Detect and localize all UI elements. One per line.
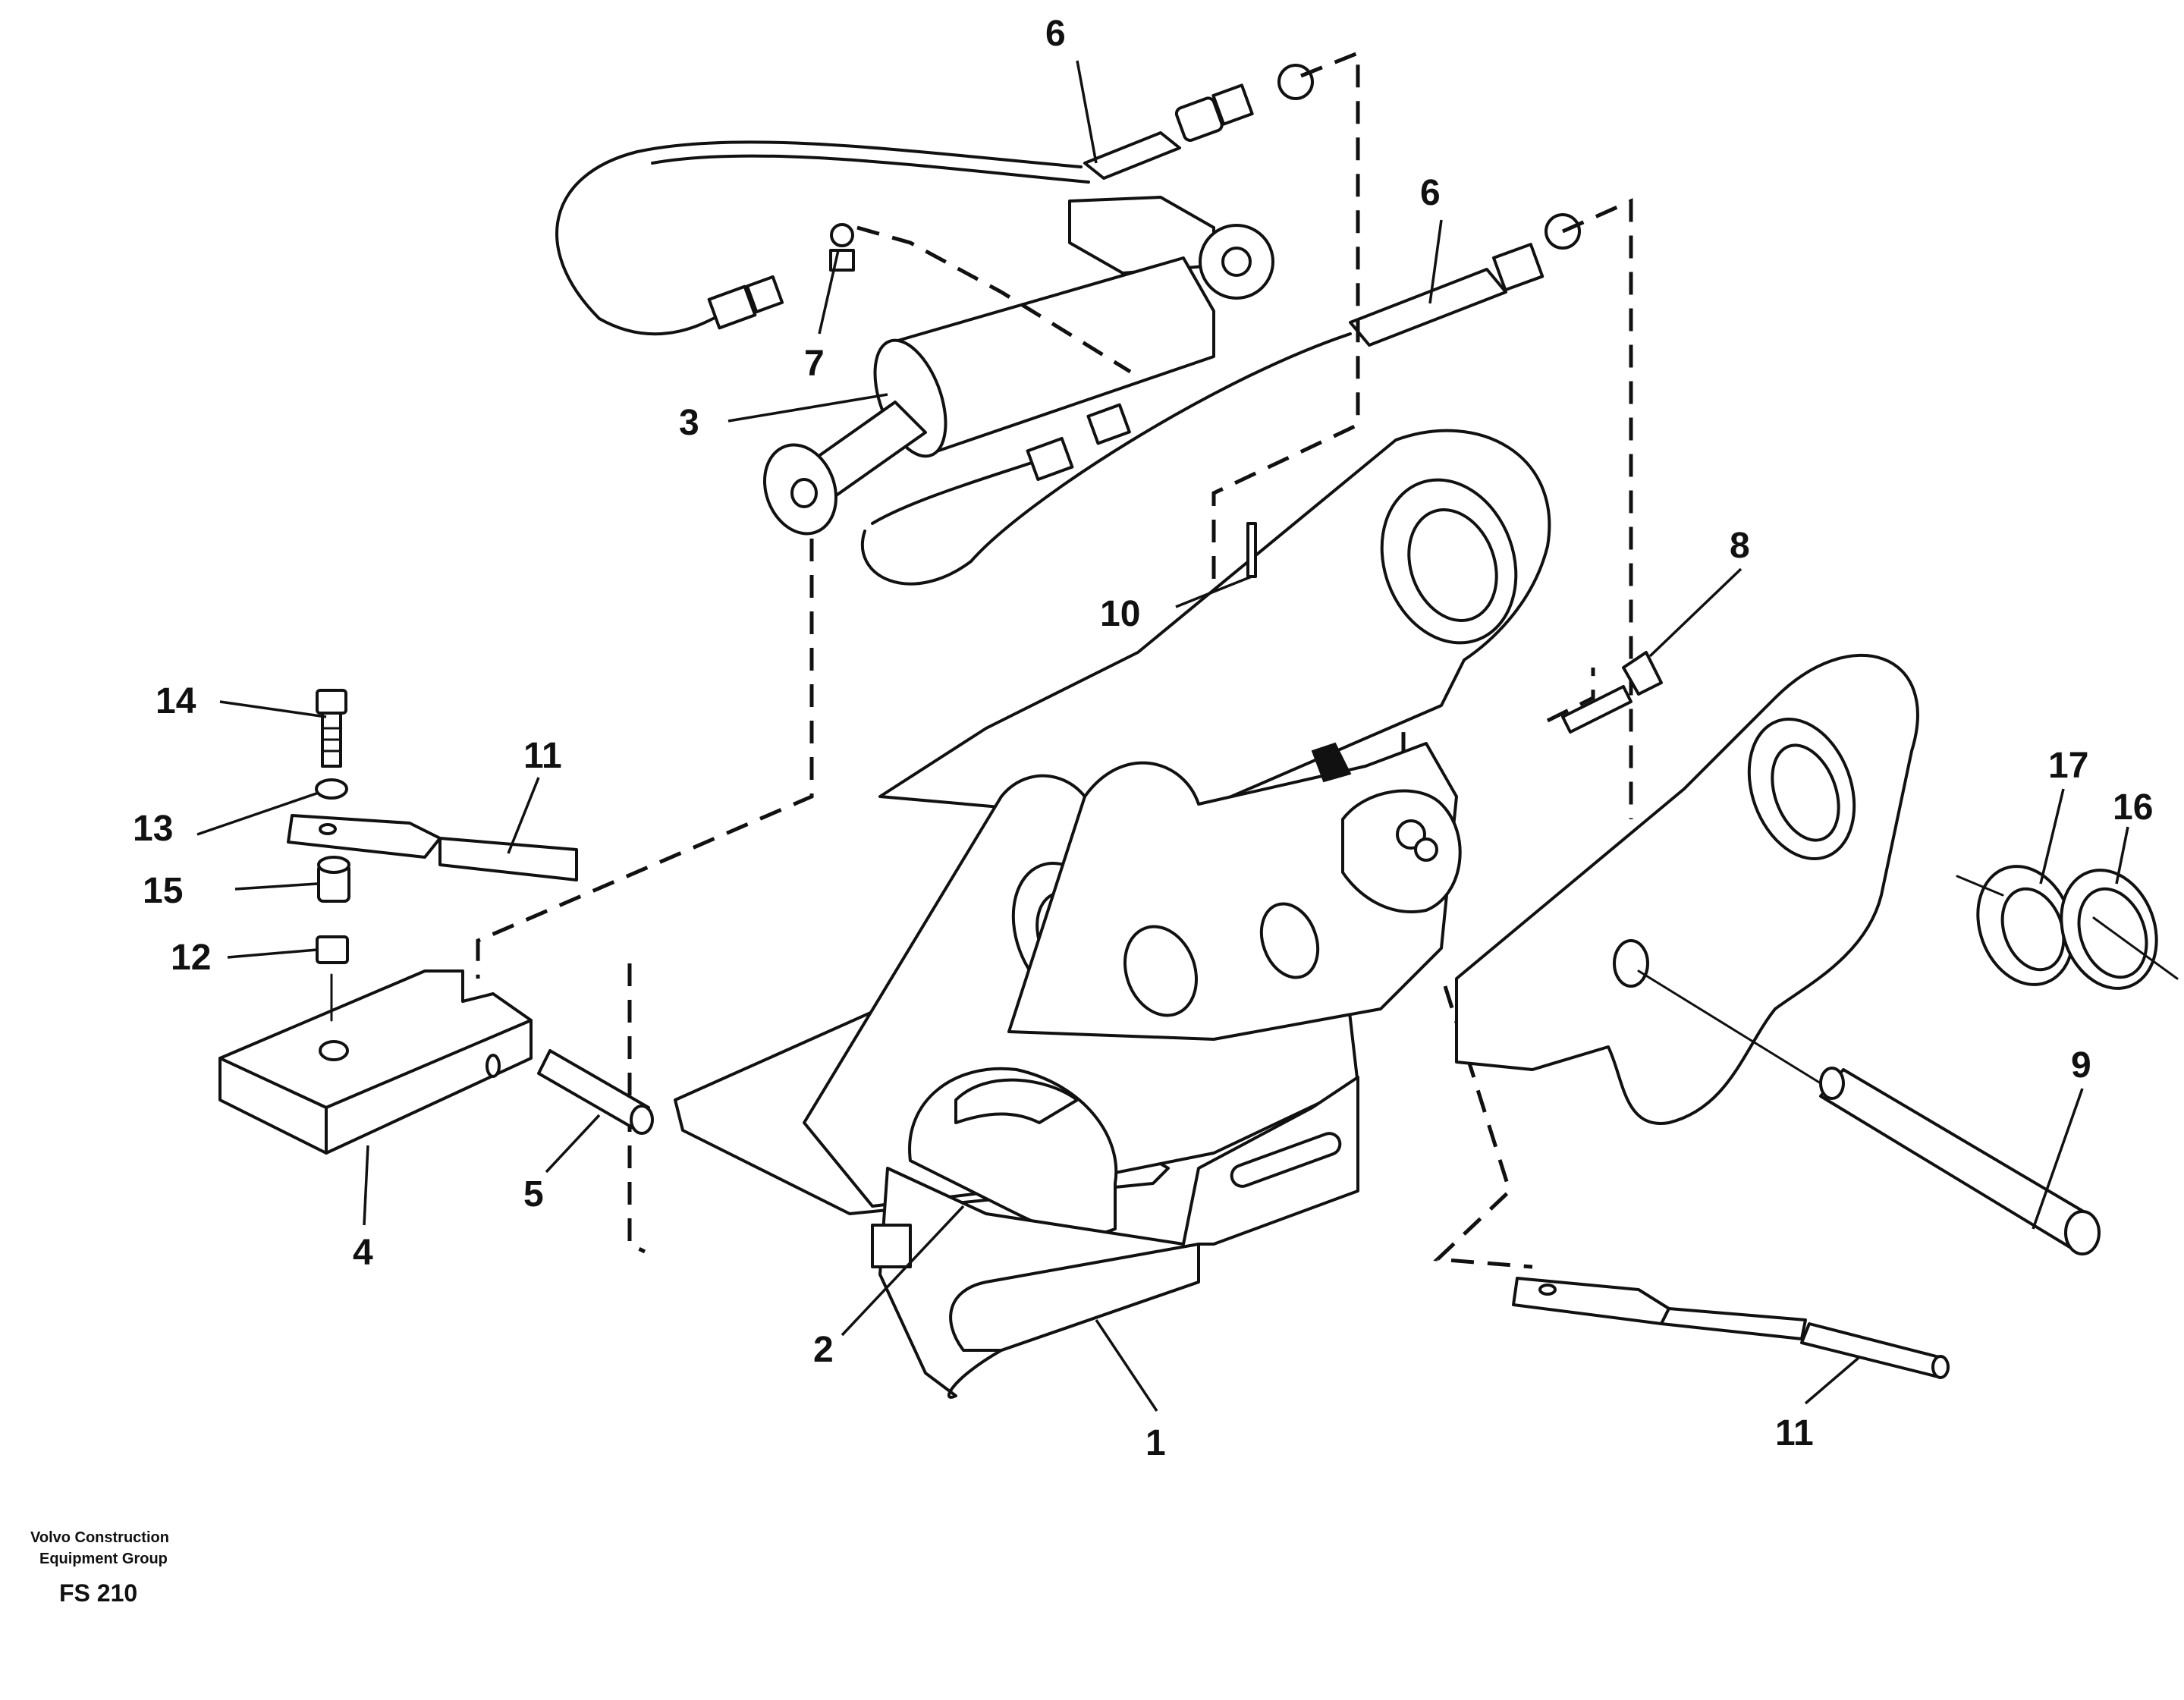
callout-6b: 6 (1420, 173, 1441, 213)
footer-company-line1: Volvo Construction (30, 1529, 169, 1546)
footer-figure-code: FS 210 (59, 1579, 138, 1607)
callout-17: 17 (2048, 746, 2088, 786)
callout-leaders (196, 60, 2129, 1412)
callout-15: 15 (143, 871, 183, 911)
bushing-and-ring (1956, 865, 2179, 990)
lower-plate-11 (1512, 1277, 1950, 1379)
callout-9: 9 (2071, 1045, 2091, 1086)
callout-13: 13 (133, 809, 173, 849)
callout-4: 4 (353, 1233, 373, 1273)
callout-11a: 11 (523, 736, 562, 776)
callout-14: 14 (156, 681, 196, 721)
pin-5 (537, 1049, 654, 1135)
callout-numbers: 1 2 3 4 5 6 6 7 8 9 10 11 11 12 13 14 15… (133, 14, 2153, 1463)
callout-8: 8 (1730, 526, 1750, 566)
pin-9 (1637, 969, 2101, 1255)
callout-5: 5 (523, 1174, 544, 1215)
callout-12: 12 (171, 938, 211, 978)
footer-company-line2: Equipment Group (39, 1551, 168, 1567)
callout-11b: 11 (1775, 1413, 1814, 1453)
callout-10: 10 (1100, 594, 1140, 634)
wedge-block-assembly (218, 689, 578, 1155)
callout-2: 2 (813, 1330, 834, 1370)
quick-coupler-frame (674, 429, 1919, 1399)
callout-6a: 6 (1045, 14, 1066, 54)
callout-1: 1 (1145, 1423, 1166, 1463)
callout-16: 16 (2113, 787, 2153, 828)
callout-7: 7 (804, 344, 825, 384)
hydraulic-cylinder (762, 196, 1274, 536)
hydraulic-hose-assembly (555, 64, 1581, 586)
callout-3: 3 (679, 403, 699, 443)
